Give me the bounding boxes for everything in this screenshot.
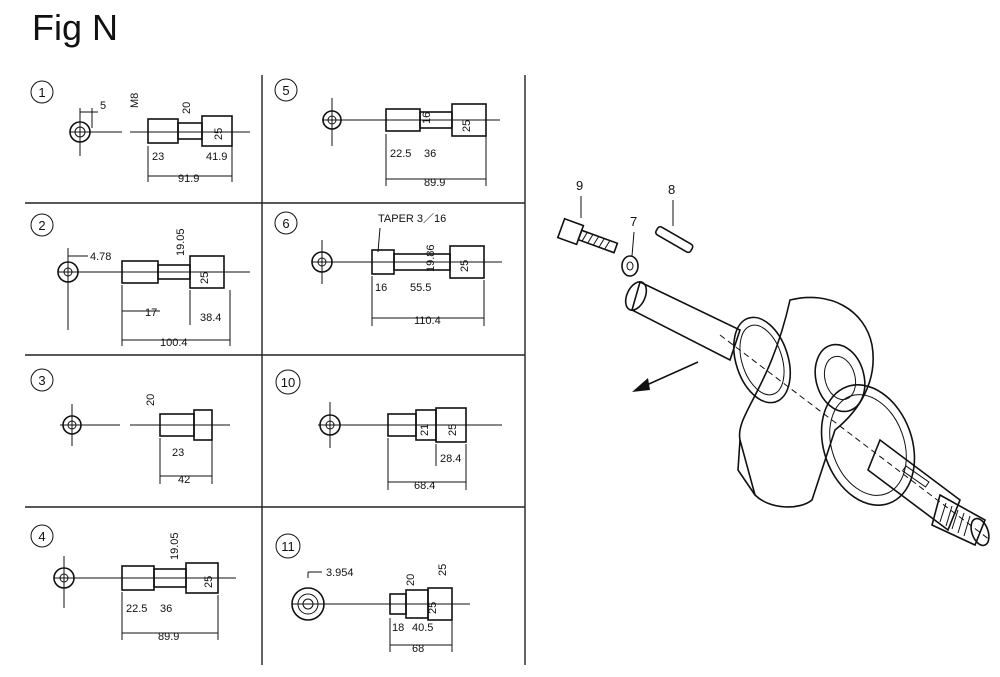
panel-5: 5 16 25 22.5 36 89.9 — [274, 78, 500, 189]
dim-label: 16 — [421, 112, 433, 124]
panel-number: 2 — [38, 218, 45, 233]
dim-label: 25 — [203, 576, 215, 588]
panel-number-circle — [275, 369, 301, 395]
dim-label: 22.5 — [126, 603, 147, 615]
dim-label: 20 — [145, 394, 157, 406]
panel-1: 1 5 M8 20 25 23 41.9 91.9 — [30, 80, 250, 185]
dim-label: 55.5 — [410, 282, 431, 294]
bolt-part — [556, 217, 619, 254]
dim-label: 16 — [375, 282, 387, 294]
dim-label: 38.4 — [200, 312, 221, 324]
dim-label: 100.4 — [160, 337, 188, 349]
dim-label: 28.4 — [440, 453, 461, 465]
dim-label: 110.4 — [414, 315, 441, 327]
washer-part — [621, 255, 639, 277]
dim-label: 89.9 — [424, 177, 445, 189]
dim-label: 19.86 — [425, 244, 437, 272]
panel-number: 1 — [38, 85, 45, 100]
dim-label: 3.954 — [326, 567, 354, 579]
dim-label: 5 — [100, 100, 106, 112]
dim-label: 41.9 — [206, 151, 227, 163]
shaft-cylinder — [631, 280, 741, 362]
dim-label: 19.05 — [169, 532, 181, 560]
taper-label: TAPER 3／16 — [378, 212, 446, 225]
dim-label: 23 — [172, 447, 184, 459]
dim-label: 4.78 — [90, 251, 111, 263]
dim-label: 20 — [181, 102, 193, 114]
output-shaft — [867, 438, 961, 532]
dim-label: 20 — [405, 574, 417, 586]
dim-label: 17 — [145, 307, 157, 319]
dim-label: 22.5 — [390, 148, 411, 160]
dim-label: 89.9 — [158, 631, 179, 643]
panel-number-circle — [275, 533, 301, 559]
panel-number-circle — [30, 80, 54, 104]
panel-number-circle — [30, 368, 54, 392]
panel-3: 3 20 23 42 — [30, 368, 230, 486]
figure-title: Fig N — [32, 7, 118, 48]
dim-label: M8 — [129, 93, 141, 108]
callout-7: 7 — [630, 214, 637, 229]
dim-label: 23 — [152, 151, 164, 163]
dim-label: 25 — [199, 272, 211, 284]
dim-label: 25 — [437, 564, 449, 576]
panel-number-circle — [274, 211, 298, 235]
panel-number: 6 — [282, 216, 289, 231]
dim-label: 68 — [412, 643, 424, 655]
panel-number: 10 — [281, 375, 295, 390]
crank-web — [738, 296, 874, 508]
key-part — [654, 225, 694, 254]
panel-number-circle — [30, 524, 54, 548]
dim-label: 36 — [160, 603, 172, 615]
dim-label: 91.9 — [178, 173, 199, 185]
panel-11: 11 3.954 20 25 25 18 40.5 68 — [275, 533, 470, 655]
callout-9: 9 — [576, 178, 583, 193]
dim-label: 25 — [459, 260, 471, 272]
callout-8: 8 — [668, 182, 675, 197]
panel-number: 3 — [38, 373, 45, 388]
dim-label: 25 — [461, 120, 473, 132]
dim-label: 25 — [213, 128, 225, 140]
panel-6: 6 TAPER 3／16 19.86 25 16 55.5 110.4 — [274, 211, 502, 327]
crankshaft-assembly-drawing: 9 7 8 — [556, 178, 991, 547]
large-gear — [820, 384, 916, 506]
dim-label: 25 — [447, 424, 459, 436]
panel-2: 2 4.78 19.05 25 17 38.4 100.4 — [30, 213, 250, 349]
dim-label: 19.05 — [175, 228, 187, 256]
panel-number: 11 — [281, 539, 295, 554]
direction-arrow — [639, 361, 699, 389]
timing-gear — [732, 316, 792, 404]
dim-label: 25 — [427, 602, 439, 614]
dim-label: 36 — [424, 148, 436, 160]
dim-label: 21 — [419, 424, 431, 436]
dim-label: 18 — [392, 622, 404, 634]
panel-number-circle — [30, 213, 54, 237]
panel-grid — [25, 75, 526, 665]
dim-label: 68.4 — [414, 480, 435, 492]
dim-label: 42 — [178, 474, 190, 486]
panel-number-circle — [274, 78, 298, 102]
panel-number: 5 — [282, 83, 289, 98]
panel-4: 4 19.05 25 22.5 36 89.9 — [30, 524, 236, 643]
panel-number: 4 — [38, 529, 45, 544]
dim-label: 40.5 — [412, 622, 433, 634]
panel-10: 10 21 25 28.4 68.4 — [275, 369, 502, 492]
